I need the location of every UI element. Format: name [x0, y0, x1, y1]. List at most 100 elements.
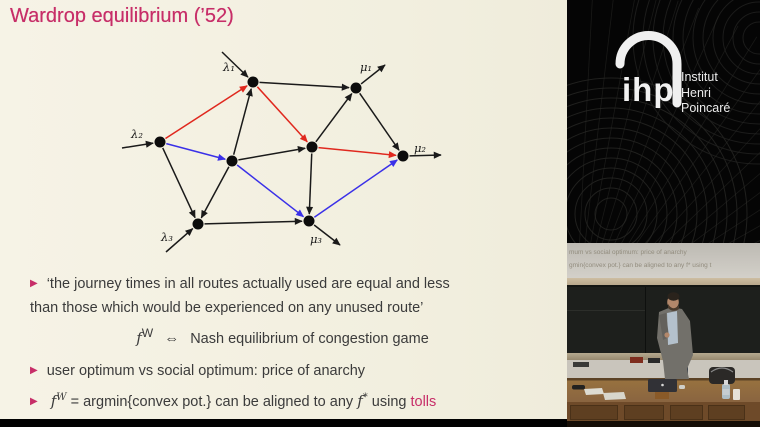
graph-label-2: μ₁ — [360, 60, 372, 74]
graph-label-3: λ₂ — [130, 127, 143, 141]
camera-overlay — [572, 292, 740, 400]
swirl-line — [691, 192, 760, 243]
graph-edge-n4-n7 — [200, 166, 230, 219]
swirl-line — [708, 209, 760, 243]
bullet-3-f: f — [50, 392, 57, 410]
bullet-3-tolls: tolls — [410, 394, 437, 410]
graph-node-n4 — [226, 155, 238, 167]
graph-input-n3 — [121, 140, 154, 149]
formula-line: fW⇔Nash equilibrium of congestion game — [30, 326, 535, 347]
swirl-line — [614, 16, 719, 243]
projected-text-2: gmin{convex pot.} can be aligned to any … — [569, 262, 712, 269]
camera-feed: mum vs social optimum: price of anarchy … — [567, 243, 760, 427]
swirl-ring — [567, 97, 728, 243]
laptop-logo — [661, 383, 664, 387]
desk-front — [567, 401, 760, 422]
ihp-wordmark: ihp — [622, 71, 675, 108]
swirl-line — [628, 36, 758, 243]
institute-line-3: Poincaré — [681, 101, 731, 115]
graph-edge-n8-n6 — [313, 159, 398, 218]
graph-label-1: λ₁ — [222, 60, 235, 74]
swirl-line — [754, 240, 760, 243]
swirl-ring — [567, 147, 678, 243]
swirl-ring — [567, 107, 718, 243]
institute-line-2: Henri — [681, 85, 711, 100]
swirl-ring — [702, 0, 760, 95]
screen-frame — [567, 278, 760, 285]
lecturer-beard — [668, 304, 679, 311]
graph-edge-n4-n5 — [238, 145, 306, 161]
bullet-3-sup: W — [56, 392, 67, 404]
swirl-ring — [682, 0, 760, 115]
graph-input-n1 — [221, 51, 249, 78]
lecturer-hand — [664, 332, 670, 338]
slide-bottom-bar — [0, 419, 567, 427]
swirl-ring — [742, 21, 760, 55]
swirl-line — [636, 68, 760, 243]
bullet-3-tail: using — [371, 394, 407, 410]
graph-edge-n5-n2 — [315, 92, 353, 143]
graph-label-6: μ₃ — [310, 232, 322, 246]
iff-symbol: ⇔ — [164, 329, 180, 347]
swirl-line — [579, 0, 593, 243]
lecturer-shirt — [667, 311, 678, 345]
bullet-icon: ▶ — [30, 365, 38, 376]
swirl-ring — [692, 0, 760, 105]
graph-output-n6 — [409, 151, 442, 159]
graph-output-n2 — [360, 64, 386, 85]
formula-f: f — [136, 328, 142, 347]
chair — [709, 367, 735, 384]
water-bottle — [722, 380, 730, 399]
glasses — [572, 385, 585, 390]
graph-edge-n5-n8 — [306, 153, 314, 215]
paper-sheet — [603, 392, 626, 400]
graph-edge-n3-n1 — [165, 85, 248, 140]
swirl-ring — [672, 0, 760, 125]
paper-sheet — [584, 388, 604, 395]
swirl-ring — [567, 157, 668, 243]
swirl-line — [590, 0, 635, 243]
graph-node-n3 — [154, 136, 166, 148]
projection-screen: mum vs social optimum: price of anarchy … — [567, 243, 760, 278]
laptop-case — [655, 392, 669, 399]
projected-text-1: mum vs social optimum: price of anarchy — [569, 249, 687, 256]
cup — [733, 389, 740, 400]
graph-edge-n4-n8 — [236, 164, 305, 218]
formula-sup: W — [141, 326, 154, 340]
graph-edge-n1-n5 — [256, 86, 308, 143]
bullet-1-text-a: ‘the journey times in all routes actuall… — [46, 276, 450, 292]
desk-panel — [670, 405, 703, 420]
bullet-2: ▶user optimum vs social optimum: price o… — [30, 363, 365, 379]
graph-node-n5 — [306, 141, 318, 153]
right-column: ihp Institut Henri Poincaré mum vs socia… — [567, 0, 760, 427]
chair-rim — [710, 367, 734, 373]
graph-node-n6 — [397, 150, 409, 162]
eraser-dark — [648, 358, 660, 363]
swirl-line — [621, 25, 739, 243]
ihp-arc — [615, 31, 682, 108]
swirl-line — [644, 100, 760, 243]
swirl-line — [584, 0, 614, 243]
bullet-1-line-2: than those which would be experienced on… — [30, 300, 423, 316]
graph-input-n7 — [165, 228, 194, 253]
swirl-ring — [722, 1, 760, 75]
swirl-ring — [594, 197, 628, 231]
bottle-cap — [724, 380, 728, 385]
swirl-pattern — [567, 0, 760, 243]
swirl-ring — [567, 117, 708, 243]
bullet-1-text-b: than those which would be experienced on… — [30, 300, 424, 316]
graph-node-n7 — [192, 218, 204, 230]
lecturer-hair — [667, 292, 680, 301]
swirl-line — [677, 173, 760, 243]
desk-panel — [570, 405, 618, 420]
graph-node-n1 — [247, 76, 259, 88]
ihp-logo-panel: ihp Institut Henri Poincaré — [567, 0, 760, 243]
bottle-label — [722, 389, 730, 395]
institute-name: Institut Henri Poincaré — [681, 70, 730, 117]
swirl-ring — [567, 87, 738, 243]
graph-label-4: μ₂ — [414, 141, 426, 155]
graph-edge-n4-n1 — [232, 87, 253, 155]
graph-edge-n3-n7 — [162, 147, 196, 219]
bullet-3-f2: f — [357, 392, 363, 410]
